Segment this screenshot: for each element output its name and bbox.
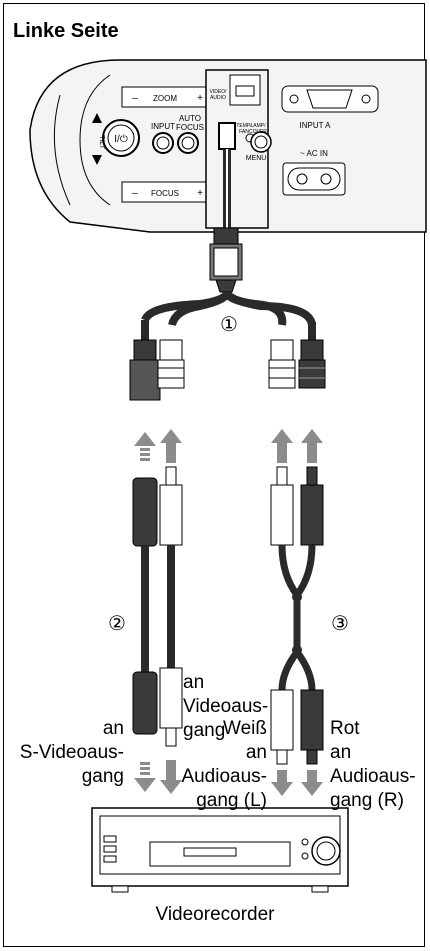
up-arrows — [134, 429, 323, 463]
zoom-plus: + — [197, 93, 203, 104]
lower-cables — [132, 466, 324, 765]
white-label: Weiß an — [223, 718, 267, 763]
audio-l-label: Audioaus- gang (L) — [181, 766, 267, 811]
video-recorder — [91, 807, 349, 893]
auto-focus-label-2: FOCUS — [176, 123, 204, 132]
auto-focus-label-1: AUTO — [179, 114, 201, 123]
page-title: Linke Seite — [13, 20, 119, 42]
lamp-cover-label-1: LAMP/ — [250, 123, 266, 129]
marker-3: ③ — [331, 611, 349, 635]
video-audio-label-1: VIDEO/ — [210, 89, 228, 95]
video-audio-label-2: AUDIO — [210, 95, 226, 101]
temp-fan-label-1: TEMP/ — [236, 123, 252, 129]
temp-fan-label-2: FAN — [239, 129, 249, 135]
videorecorder-label: Videorecorder — [155, 904, 275, 925]
marker-1: ① — [220, 312, 238, 336]
tilt-label: TILT — [98, 135, 105, 150]
zoom-label: ZOOM — [153, 94, 177, 103]
zoom-minus: – — [132, 93, 138, 104]
menu-label: MENU — [246, 155, 267, 162]
red-audio-r-label: Rot an Audioaus- gang (R) — [330, 718, 416, 811]
lamp-cover-label-2: COVER — [249, 129, 267, 135]
video-out-label: an Videoaus- gang — [183, 672, 269, 741]
focus-plus: + — [197, 188, 203, 199]
power-icon: I/⏻ — [114, 134, 128, 145]
main-cable — [129, 122, 326, 401]
diagram-frame — [3, 3, 425, 947]
ac-in-label: ~ AC IN — [300, 149, 328, 158]
input-a-label: INPUT A — [300, 121, 332, 130]
svideo-out-label: an S-Videoaus- gang — [19, 718, 124, 787]
focus-minus: – — [132, 188, 138, 199]
input-button-label: INPUT — [151, 122, 175, 131]
marker-2: ② — [108, 611, 126, 635]
focus-label: FOCUS — [151, 189, 179, 198]
down-arrows — [134, 760, 323, 796]
